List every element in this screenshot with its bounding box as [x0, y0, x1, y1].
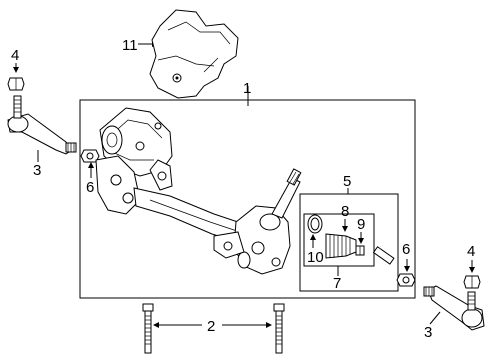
- callout-1: 1: [243, 80, 251, 97]
- callout-4-left: 4: [11, 47, 19, 64]
- heat-shield: [149, 9, 239, 99]
- jam-nut-right: [396, 273, 416, 287]
- callout-5: 5: [343, 173, 351, 190]
- callout-7: 7: [333, 275, 341, 292]
- callout-9: 9: [357, 216, 365, 233]
- callout-8: 8: [341, 203, 349, 220]
- tie-rod-pin: [372, 246, 395, 265]
- boot-subkit-frame: [303, 213, 375, 267]
- callout-3-right: 3: [424, 324, 432, 341]
- mounting-bolt-left: [142, 303, 154, 354]
- leader-lines: [13, 41, 475, 328]
- mounting-bolt-right: [273, 303, 285, 354]
- callout-6-right: 6: [402, 241, 410, 258]
- callout-6-left: 6: [86, 179, 94, 196]
- callout-3-left: 3: [33, 162, 41, 179]
- boot-clamp: [355, 245, 365, 256]
- callout-4-right: 4: [467, 243, 475, 260]
- boot-kit-frame: [299, 193, 399, 292]
- tie-rod-end-right: [423, 285, 485, 331]
- callout-11: 11: [122, 37, 138, 54]
- tie-rod-end-left: [7, 95, 77, 155]
- rack-boot: [325, 233, 357, 259]
- steering-gear-assembly: [95, 107, 302, 275]
- assembly-frame: [79, 99, 416, 299]
- nut-right: [463, 275, 481, 289]
- nut-left: [7, 77, 25, 91]
- callout-2: 2: [207, 318, 215, 335]
- callout-10: 10: [307, 249, 324, 266]
- o-ring: [307, 214, 323, 234]
